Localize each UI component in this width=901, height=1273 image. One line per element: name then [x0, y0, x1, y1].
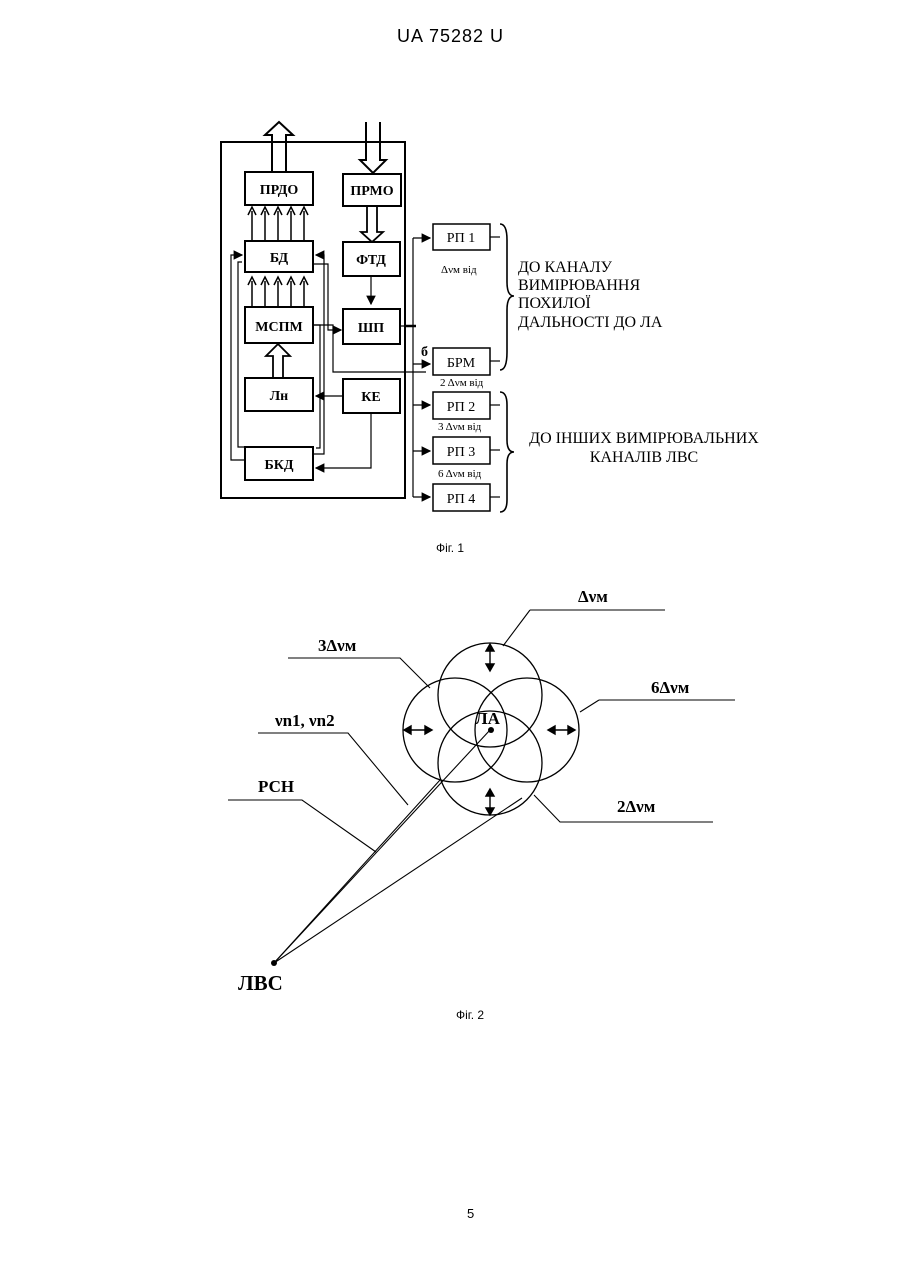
bus-arrows-bd-prdo: [248, 207, 308, 241]
block-ln: Лн: [245, 378, 313, 411]
label-dv-rp3: 3 Δνм від: [438, 421, 482, 433]
block-rp3: РП 3: [433, 437, 490, 464]
block-shp: ШП: [343, 309, 400, 344]
bus-arrows-mspm-bd: [248, 277, 308, 307]
label-six: б: [421, 345, 428, 360]
note-distance-channel: ДО КАНАЛУ ВИМІРЮВАННЯ ПОХИЛОЇ ДАЛЬНОСТІ …: [518, 259, 663, 331]
svg-text:ВИМІРЮВАННЯ: ВИМІРЮВАННЯ: [518, 277, 640, 294]
label-lvs: ЛВС: [238, 971, 283, 995]
figure-1-block-diagram: ПРДО ПРМО БД ФТД МСПМ ШП: [0, 0, 901, 560]
svg-text:ФТД: ФТД: [356, 253, 386, 268]
label-la: ЛА: [475, 709, 501, 728]
svg-text:Лн: Лн: [270, 389, 289, 404]
page-number: 5: [467, 1206, 474, 1221]
label-rsn: РСН: [258, 777, 294, 796]
svg-text:ДО КАНАЛУ: ДО КАНАЛУ: [518, 259, 613, 276]
block-ftd: ФТД: [343, 242, 400, 276]
svg-text:КАНАЛІВ ЛВС: КАНАЛІВ ЛВС: [590, 449, 698, 466]
svg-text:ШП: ШП: [358, 321, 384, 336]
output-arrow: [265, 122, 293, 172]
brace-bottom: [500, 392, 514, 512]
label-vn: νn1, νn2: [274, 711, 335, 730]
label-dv-rp2: 2 Δνм від: [440, 377, 484, 389]
feedback-lines: [231, 255, 426, 468]
brace-top: [500, 224, 514, 370]
block-brm: БРМ: [433, 348, 490, 375]
input-arrow: [360, 122, 386, 173]
block-rp2: РП 2: [433, 392, 490, 419]
svg-text:КЕ: КЕ: [361, 390, 381, 405]
label-dv-rp1: Δνм від: [441, 264, 477, 276]
svg-text:ПРМО: ПРМО: [350, 184, 393, 199]
svg-text:ПРДО: ПРДО: [260, 183, 299, 198]
block-rp1: РП 1: [433, 224, 490, 250]
figure-1-caption: Фіг. 1: [436, 541, 464, 555]
svg-text:РП 4: РП 4: [447, 492, 475, 507]
svg-text:ПОХИЛОЇ: ПОХИЛОЇ: [518, 294, 591, 312]
label-6dvm: 6Δνм: [651, 678, 690, 697]
lvs-point: [271, 960, 277, 966]
output-ticks: [490, 237, 500, 497]
figure-2-coverage-diagram: Δνм 3Δνм 6Δνм νn1, νn2 РСН 2Δνм ЛА ЛВС: [0, 570, 901, 1010]
figure-2-caption: Фіг. 2: [456, 1008, 484, 1022]
svg-text:РП 3: РП 3: [447, 445, 475, 460]
svg-text:БРМ: БРМ: [447, 356, 476, 371]
block-rp4: РП 4: [433, 484, 490, 511]
svg-text:РП 1: РП 1: [447, 231, 475, 246]
block-bd: БД: [245, 241, 313, 272]
svg-text:ДО ІНШИХ ВИМІРЮВАЛЬНИХ: ДО ІНШИХ ВИМІРЮВАЛЬНИХ: [529, 430, 759, 447]
svg-text:БКД: БКД: [264, 458, 293, 473]
arrow-prmo-ftd: [361, 206, 383, 242]
svg-text:БД: БД: [270, 251, 289, 266]
radio-beams: [274, 730, 522, 963]
label-2dvm: 2Δνм: [617, 797, 656, 816]
block-prmo: ПРМО: [343, 174, 401, 206]
block-mspm: МСПМ: [245, 307, 313, 343]
leader-lines: [228, 610, 735, 852]
label-dvm: Δνм: [578, 587, 608, 606]
svg-text:ДАЛЬНОСТІ ДО ЛА: ДАЛЬНОСТІ ДО ЛА: [518, 314, 663, 331]
block-bkd: БКД: [245, 447, 313, 480]
arrow-ln-mspm: [266, 344, 290, 378]
label-3dvm: 3Δνм: [318, 636, 357, 655]
svg-text:МСПМ: МСПМ: [255, 320, 302, 335]
svg-text:РП 2: РП 2: [447, 400, 475, 415]
block-prdo: ПРДО: [245, 172, 313, 205]
block-ke: КЕ: [343, 379, 400, 413]
label-dv-rp4: 6 Δνм від: [438, 468, 482, 480]
note-other-channels: ДО ІНШИХ ВИМІРЮВАЛЬНИХ КАНАЛІВ ЛВС: [529, 430, 759, 466]
